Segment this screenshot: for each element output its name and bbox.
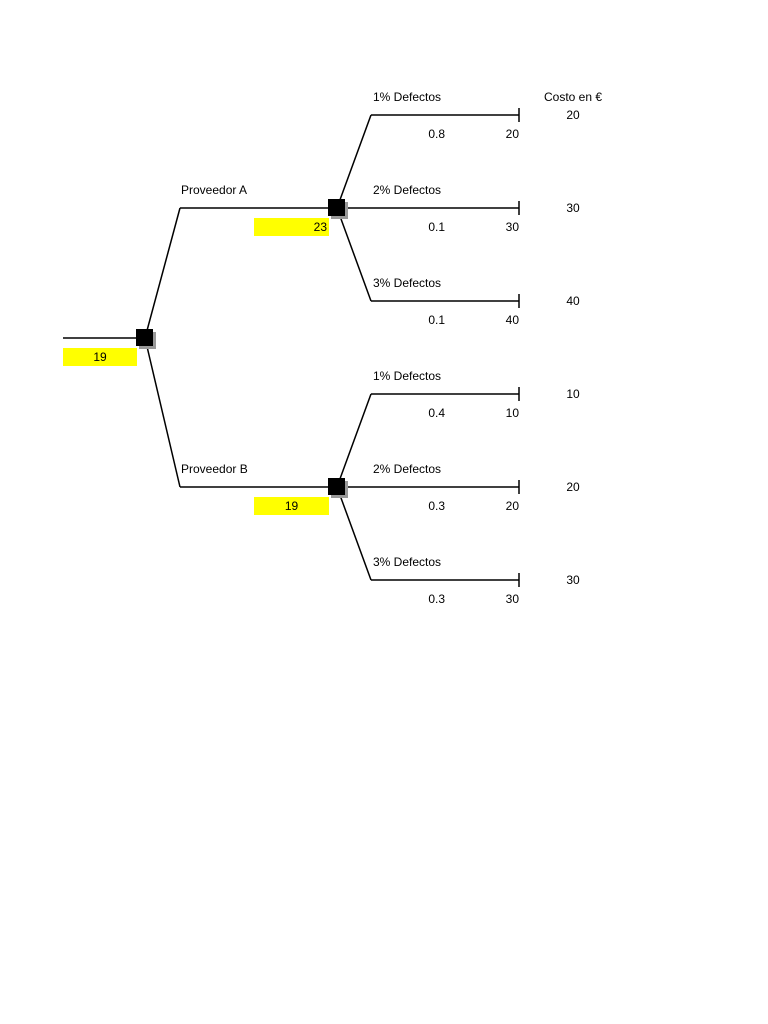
outcome-payoff-b-2: 20 xyxy=(505,499,519,513)
outcome-probability-b-3: 0.3 xyxy=(428,592,445,606)
outcome-probability-a-1: 0.8 xyxy=(428,127,445,141)
decision-node-a xyxy=(328,199,348,219)
outcome-payoff-a-1: 20 xyxy=(505,127,519,141)
branch-value-a: 23 xyxy=(254,218,329,236)
outcome-line-a-1-diagonal xyxy=(336,114,372,209)
outcome-label-b-2: 2% Defectos xyxy=(373,462,442,476)
outcome-label-b-1: 1% Defectos xyxy=(373,369,442,383)
outcome-line-b-3-diagonal xyxy=(336,486,372,581)
outcome-cost-b-1: 10 xyxy=(566,387,580,401)
outcome-probability-a-2: 0.1 xyxy=(428,220,445,234)
branch-label-b: Proveedor B xyxy=(181,462,248,476)
outcome-probability-a-3: 0.1 xyxy=(428,313,445,327)
root-expected-value: 19 xyxy=(63,348,137,366)
outcome-label-b-3: 3% Defectos xyxy=(373,555,442,569)
outcome-payoff-b-3: 30 xyxy=(505,592,519,606)
outcome-payoff-a-3: 40 xyxy=(505,313,519,327)
outcome-line-a-3-diagonal xyxy=(336,207,372,302)
outcome-line-b-1-diagonal xyxy=(336,393,372,488)
outcome-label-a-2: 2% Defectos xyxy=(373,183,442,197)
cost-column-header: Costo en € xyxy=(544,90,603,104)
outcome-cost-a-2: 30 xyxy=(566,201,580,215)
outcome-probability-b-2: 0.3 xyxy=(428,499,445,513)
branch-value-b: 19 xyxy=(254,497,329,515)
outcome-cost-b-3: 30 xyxy=(566,573,580,587)
root-decision-node xyxy=(136,329,156,349)
branch-line-b-diagonal xyxy=(144,337,181,488)
branch-line-a-diagonal xyxy=(144,207,181,339)
outcome-payoff-a-2: 30 xyxy=(505,220,519,234)
outcome-cost-b-2: 20 xyxy=(566,480,580,494)
branch-label-a: Proveedor A xyxy=(181,183,248,197)
outcome-cost-a-3: 40 xyxy=(566,294,580,308)
outcome-probability-b-1: 0.4 xyxy=(428,406,445,420)
outcome-payoff-b-1: 10 xyxy=(505,406,519,420)
outcome-label-a-3: 3% Defectos xyxy=(373,276,442,290)
decision-node-b xyxy=(328,478,348,498)
outcome-cost-a-1: 20 xyxy=(566,108,580,122)
outcome-label-a-1: 1% Defectos xyxy=(373,90,442,104)
